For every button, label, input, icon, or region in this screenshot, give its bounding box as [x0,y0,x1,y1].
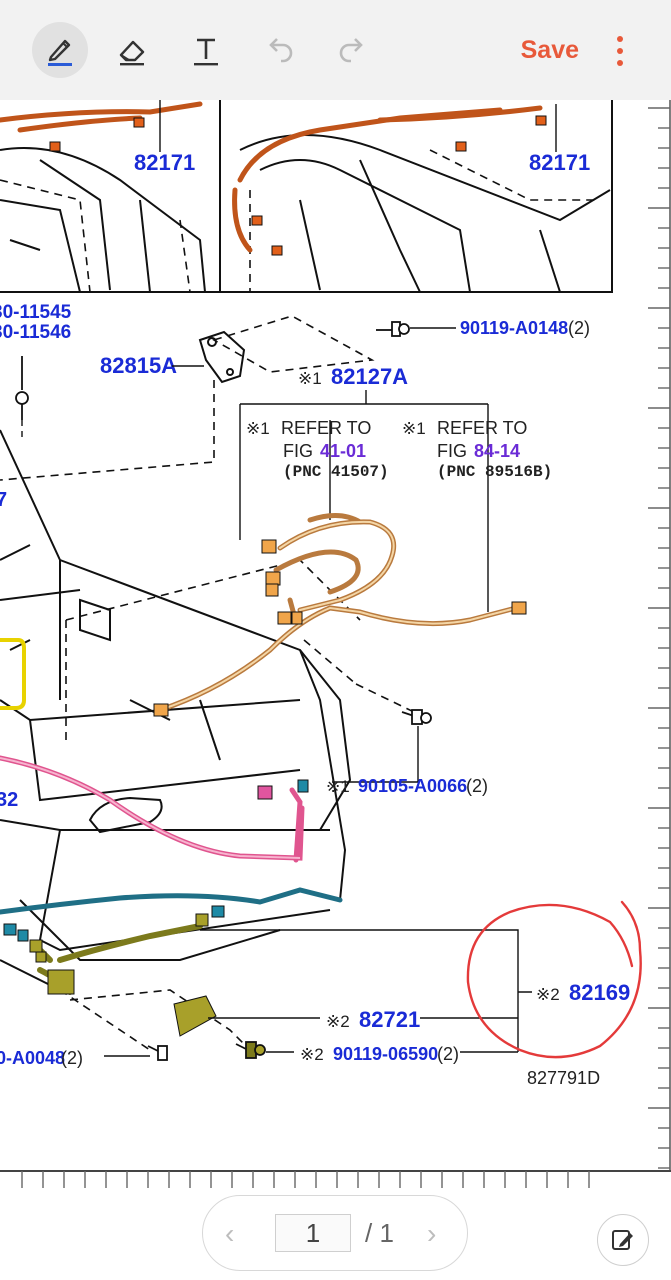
edit-annotation-button[interactable] [597,1214,649,1266]
annotation-toolbar: Save [0,0,671,101]
mark-2-90119-06590: ※2 [300,1045,324,1064]
part-82127A: 82127A [331,364,408,389]
qty-90119-06590: (2) [437,1044,459,1064]
part-90119-06590: 90119-06590 [333,1044,438,1064]
part-7: 7 [0,489,7,511]
fig-prefix-1: FIG [283,441,313,461]
mark-2-82169: ※2 [536,985,560,1004]
fig-84-14: 84-14 [474,441,520,461]
fig-41-01: 41-01 [320,441,366,461]
vertical-ruler [648,100,671,1170]
page-total: / 1 [365,1218,394,1248]
mark-1-refer2: ※1 [402,419,426,438]
part-82169: 82169 [569,980,630,1005]
mark-2-82721: ※2 [326,1012,350,1031]
pnc-41507: (PNC 41507) [283,463,389,481]
part-82171-left: 82171 [134,150,195,175]
more-options-icon[interactable] [613,34,627,68]
part-32: 32 [0,789,18,811]
redo-button[interactable] [324,22,380,78]
text-tool-icon [194,38,218,66]
refer-to-1: REFER TO [281,418,371,438]
illustration-code: 827791D [527,1068,600,1088]
mark-1-90105: ※1 [326,777,350,796]
edit-pen-icon [612,1230,633,1250]
pen-tool-button[interactable] [32,22,88,78]
text-tool-button[interactable] [178,22,234,78]
qty-90119-A0148: (2) [568,318,590,338]
pnc-89516B: (PNC 89516B) [437,463,552,481]
redo-icon [339,38,363,63]
document-page[interactable]: 82171 82171 30-11545 30-11546 82815A 901… [0,100,671,1170]
horizontal-ruler [0,1170,671,1188]
prev-page-button[interactable]: ‹ [225,1218,235,1249]
qty-90105-A0066: (2) [466,776,488,796]
mark-1-refer1: ※1 [246,419,270,438]
eraser-tool-button[interactable] [104,22,160,78]
page-navigator: ‹ 1 / 1 › [202,1195,468,1271]
red-circle-annotation [466,900,642,1059]
eraser-icon [119,40,145,66]
refer-to-2: REFER TO [437,418,527,438]
part-90105-A0066: 90105-A0066 [358,776,467,796]
undo-icon [269,38,293,63]
part-0-A0048: 0-A0048 [0,1048,65,1068]
mark-1-82127A: ※1 [298,369,322,388]
qty-0-A0048: (2) [61,1048,83,1068]
part-30-11546: 30-11546 [0,322,71,343]
save-button[interactable]: Save [520,36,579,64]
pen-icon [48,39,72,66]
fig-prefix-2: FIG [437,441,467,461]
part-30-11545: 30-11545 [0,302,72,323]
part-82721: 82721 [359,1007,420,1032]
undo-button[interactable] [252,22,308,78]
next-page-button[interactable]: › [427,1218,437,1249]
part-82171-right: 82171 [529,150,590,175]
parts-diagram: 82171 82171 30-11545 30-11546 82815A 901… [0,100,642,1088]
page-number-input[interactable]: 1 [275,1214,351,1252]
part-82815A: 82815A [100,353,177,378]
part-90119-A0148: 90119-A0148 [460,318,568,338]
